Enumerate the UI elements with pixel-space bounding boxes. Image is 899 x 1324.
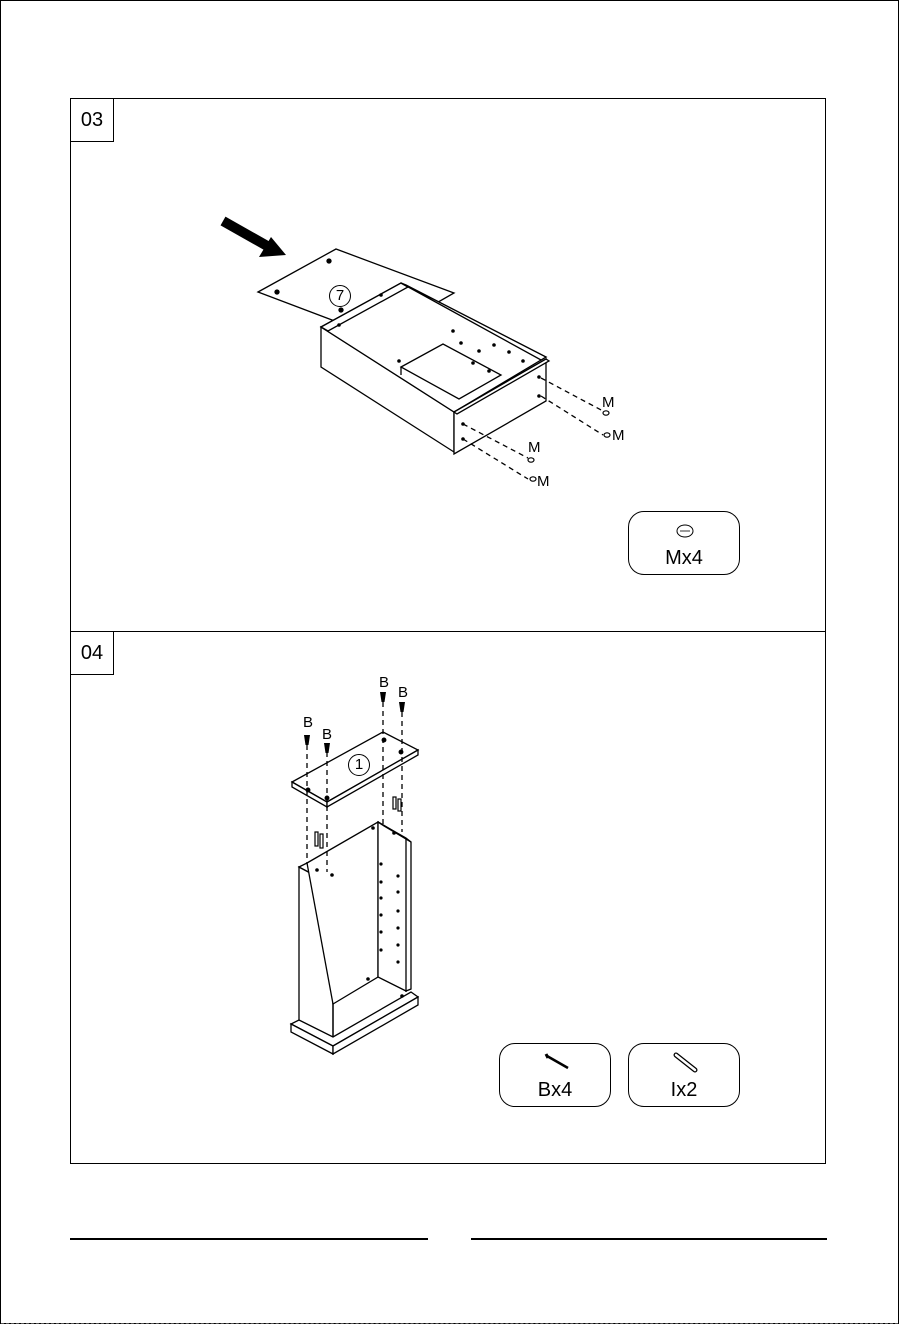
part-label-ix2: Ix2 [629,1078,739,1102]
cabinet-body [291,822,418,1054]
insert-arrow-icon [223,221,286,257]
panel-1-label: 1 [348,754,370,776]
screw-label-b1: B [303,714,313,731]
panel-7-label: 7 [329,285,351,307]
screw-label-b3: B [379,674,389,691]
part-box-cam-lock: Mx4 [628,511,740,575]
step-03-panel: 03 [70,98,826,633]
screw-label-m4: M [537,473,550,490]
footer-line-left [70,1238,428,1240]
dowel-icon [629,1050,741,1076]
part-box-dowel: Ix2 [628,1043,740,1107]
step-04-panel: 04 [70,631,826,1164]
drawer-box [321,283,549,454]
part-label-mx4: Mx4 [629,546,739,570]
screw-icon [500,1050,612,1076]
screw-label-m1: M [602,394,615,411]
cam-lock-icon [629,518,741,544]
part-box-screw: Bx4 [499,1043,611,1107]
screw-label-b4: B [398,684,408,701]
footer-line-right [471,1238,827,1240]
part-label-bx4: Bx4 [500,1078,610,1102]
screw-label-m2: M [612,427,625,444]
screw-label-b2: B [322,726,332,743]
screw-label-m3: M [528,439,541,456]
